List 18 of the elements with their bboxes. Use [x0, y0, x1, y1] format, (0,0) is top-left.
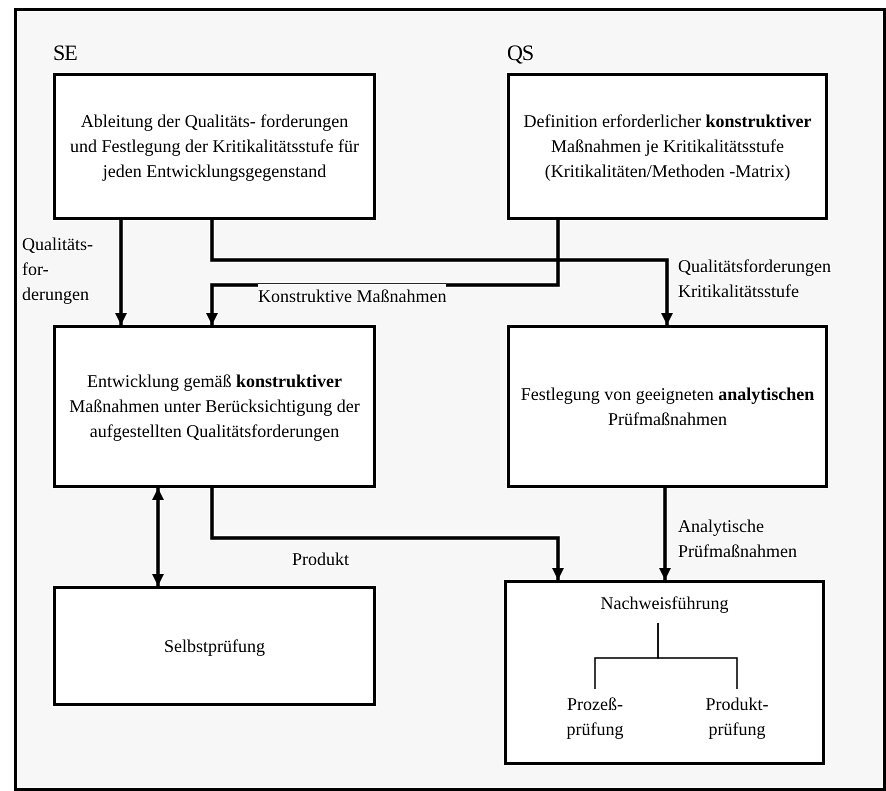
arrow — [206, 220, 560, 325]
arrow — [152, 488, 164, 586]
box-heading: Nachweisführung — [600, 592, 728, 615]
process-box: Ableitung der Qualitäts- forderungen und Festlegung der Kritikalitätsstufe für jeden Entwicklungsgegenstand — [53, 73, 376, 220]
arrow — [659, 488, 671, 580]
process-box: Definition erforderlicher konstruktiver Maßnahmen je Kritikalitätsstufe (Kritikalitäten/Methoden -Matrix) — [507, 73, 828, 220]
process-box: Entwicklung gemäß konstruktiver Maßnahmen unter Berücksichtigung der aufgestellten Qualitätsforderungen — [53, 325, 376, 488]
tree-line — [657, 623, 738, 689]
arrow — [210, 220, 673, 325]
arrow — [115, 220, 127, 325]
arrow — [210, 488, 564, 580]
branch-label: Produkt- prüfung — [695, 689, 779, 745]
process-box: Festlegung von geeigneten analytischen Prüfmaßnahmen — [507, 325, 828, 488]
process-box — [504, 580, 825, 765]
process-box: Selbstprüfung — [53, 586, 376, 706]
column-heading: SE — [53, 40, 77, 66]
column-heading: QS — [507, 40, 534, 66]
branch-label: Prozeß- prüfung — [555, 689, 635, 745]
